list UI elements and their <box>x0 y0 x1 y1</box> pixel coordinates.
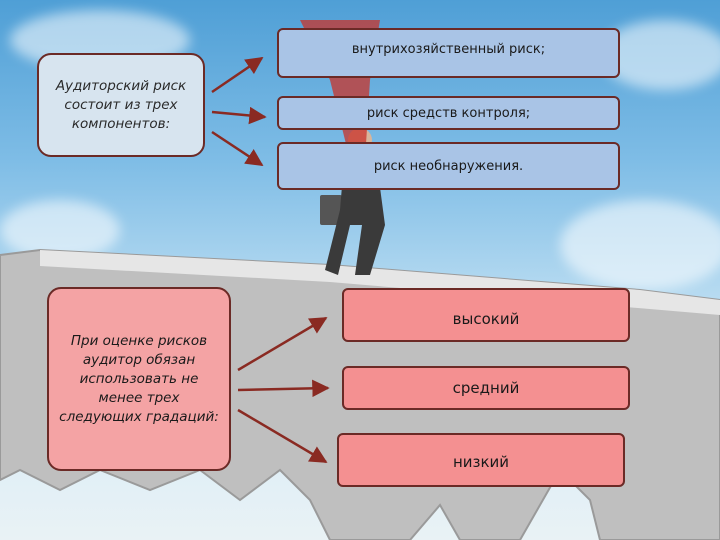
cloud <box>560 200 720 290</box>
audit-risk-components-box: Аудиторский риск состоит из трех компоне… <box>37 53 205 157</box>
arrow-to-grade-3 <box>237 408 328 464</box>
risk-component-label: внутрихозяйственный риск; <box>351 42 546 57</box>
risk-component-label: риск средств контроля; <box>366 105 531 121</box>
risk-gradation-label: высокий <box>452 310 520 328</box>
risk-gradation-medium: средний <box>342 366 630 410</box>
arrow-to-grade-1 <box>237 316 328 372</box>
risk-component-detection: риск необнаружения. <box>277 142 620 190</box>
risk-component-inherent: внутрихозяйственный риск; <box>277 28 620 78</box>
risk-gradation-intro-text: При оценке рисков аудитор обязан использ… <box>59 332 219 425</box>
arrow-to-risk-1 <box>211 56 264 94</box>
risk-gradation-intro-box: При оценке рисков аудитор обязан использ… <box>47 287 231 471</box>
risk-gradation-label: средний <box>452 379 520 397</box>
audit-risk-components-text: Аудиторский риск состоит из трех компоне… <box>55 77 187 132</box>
arrow-to-risk-3 <box>211 130 264 167</box>
arrow-to-risk-2 <box>211 106 267 125</box>
cloud <box>0 200 120 260</box>
risk-component-label: риск необнаружения. <box>373 159 524 174</box>
risk-gradation-high: высокий <box>342 288 630 342</box>
risk-gradation-label: низкий <box>452 453 510 471</box>
risk-gradation-low: низкий <box>337 433 625 487</box>
arrow-to-grade-2 <box>237 379 330 398</box>
cloud <box>600 20 720 90</box>
risk-component-control: риск средств контроля; <box>277 96 620 130</box>
